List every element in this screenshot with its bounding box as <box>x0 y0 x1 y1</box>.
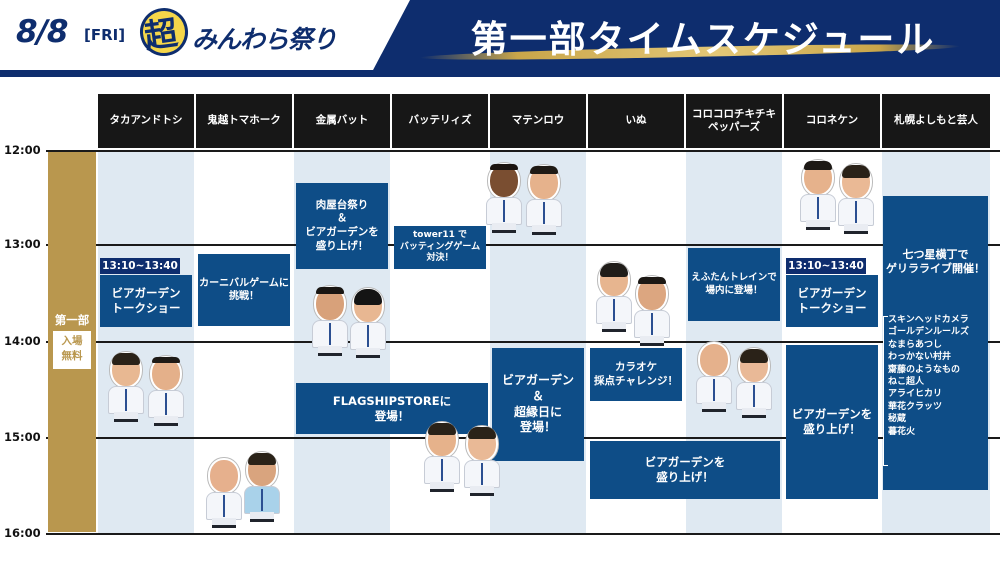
performer-photo-maten-icon <box>486 163 572 241</box>
column-header-kinzoku: 金属バット <box>294 94 390 148</box>
performer-photo-taka-icon <box>108 350 198 430</box>
performer-name: 暮花火 <box>888 426 916 437</box>
event-korokoro-train: えふたんトレインで 場内に登場！ <box>688 248 780 321</box>
header-left-panel <box>0 0 400 72</box>
header-title-panel <box>372 0 1000 72</box>
session-name: 第一部 <box>54 313 90 327</box>
performer-name: 華花クラッツ <box>888 401 943 412</box>
time-line-1200 <box>46 150 1000 152</box>
performer-name: なまらあつし <box>888 339 943 350</box>
event-sapporo-guerrilla-live: 七つ星横丁で ゲリラライブ開催！ <box>883 196 988 490</box>
time-label-1600: 16:00 <box>4 526 41 540</box>
performer-name: アライヒカリ <box>888 389 943 400</box>
performer-photo-korokoro-icon <box>696 342 778 426</box>
column-header-korokoro: コロコロチキチキ ペッパーズ <box>686 94 782 148</box>
event-inu-beergarden: ビアガーデンを 盛り上げ！ <box>590 441 780 499</box>
event-kinzoku-meat-festival: 肉屋台祭り ＆ ビアガーデンを 盛り上げ！ <box>296 183 388 269</box>
event-weekday: [FRI] <box>84 26 126 44</box>
performer-photo-inu-icon <box>596 262 678 350</box>
time-label-1200: 12:00 <box>4 143 41 157</box>
event-taka-talkshow: ビアガーデン トークショー <box>100 275 192 327</box>
event-date: 8/8 <box>16 14 68 50</box>
performer-photo-onigoe-icon <box>206 452 292 532</box>
page-title: 第一部タイムスケジュール <box>470 18 936 61</box>
performer-photo-korone-icon <box>800 160 884 238</box>
column-header-korone: コロネケン <box>784 94 880 148</box>
time-label-1300: 13:00 <box>4 237 41 251</box>
event-time-korone: 13:10~13:40 <box>786 258 866 274</box>
event-korone-talkshow: ビアガーデン トークショー <box>786 275 878 327</box>
column-header-sapporo: 札幌よしもと芸人 <box>882 94 990 148</box>
event-kinzoku-flagship: FLAGSHIPSTOREに 登場！ <box>296 383 488 434</box>
time-label-1400: 14:00 <box>4 334 41 348</box>
column-header-inu: いぬ <box>588 94 684 148</box>
performer-name: ゴールデンルールズ <box>888 327 970 338</box>
free-admission-badge: 入場 無料 <box>53 331 91 369</box>
event-korone-beergarden: ビアガーデンを 盛り上げ！ <box>786 345 878 499</box>
performer-list-bracket <box>883 316 888 466</box>
performer-name: ねこ超人 <box>888 377 925 388</box>
performer-name: わっかない村井 <box>888 352 952 363</box>
sapporo-performer-list: スキンヘッドカメラ ゴールデンルールズ なまらあつし わっかない村井 齋藤のよう… <box>888 314 969 438</box>
festival-logo-mark: 超 <box>141 12 180 57</box>
performer-name: スキンヘッドカメラ <box>888 315 969 325</box>
column-header-taka: タカアンドトシ <box>98 94 194 148</box>
performer-name: 齋藤のようなもの <box>888 364 961 375</box>
festival-logo-text: みんわら祭り <box>192 25 337 54</box>
event-inu-karaoke: カラオケ 採点チャレンジ！ <box>590 348 682 401</box>
column-header-maten: マテンロウ <box>490 94 586 148</box>
performer-photo-battery-icon <box>424 422 508 506</box>
performer-photo-kinzoku-icon <box>312 286 392 362</box>
time-line-1400 <box>46 341 1000 343</box>
header-divider <box>0 70 1000 77</box>
event-time-taka: 13:10~13:40 <box>100 258 180 274</box>
event-battery-batting-game: tower11 で バッティングゲーム 対決！ <box>394 226 486 269</box>
time-label-1500: 15:00 <box>4 430 41 444</box>
event-maten-beergarden: ビアガーデン ＆ 超縁日に 登場！ <box>492 348 584 461</box>
performer-name: 秘蔵 <box>888 414 907 425</box>
time-line-1300 <box>46 244 1000 246</box>
column-header-battery: バッテリィズ <box>392 94 488 148</box>
column-header-onigoe: 鬼越トマホーク <box>196 94 292 148</box>
event-onigoe-carnival: カーニバルゲームに 挑戦！ <box>198 254 290 326</box>
time-line-1600 <box>46 533 1000 535</box>
